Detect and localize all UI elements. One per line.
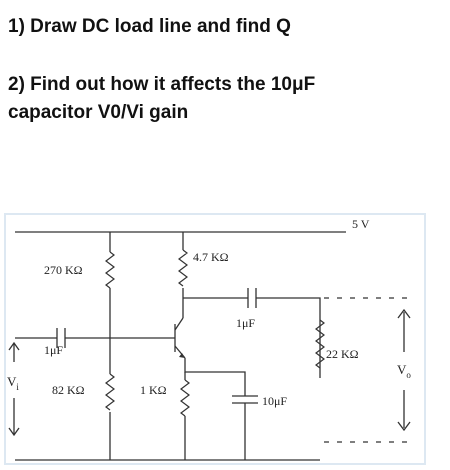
vin-arrow-up — [8, 341, 20, 362]
question-2-line-2: capacitor V0/Vi gain — [8, 102, 189, 123]
rc-label: 4.7 KΩ — [193, 250, 229, 264]
vout-arrow-up — [397, 308, 411, 352]
rl-label: 22 KΩ — [326, 347, 359, 361]
r2-resistor — [105, 373, 115, 411]
output-wire — [183, 297, 321, 378]
transistor-symbol — [174, 317, 186, 359]
vout-label: Vo — [397, 362, 411, 380]
r1-resistor — [105, 251, 115, 289]
rc-resistor — [178, 249, 188, 287]
vin-arrow-down — [8, 398, 20, 437]
cout-plates — [247, 288, 257, 308]
cin-plates — [56, 328, 66, 348]
emitter-wire — [184, 358, 246, 396]
vin-label: Vi — [7, 374, 19, 392]
re-label: 1 KΩ — [140, 383, 167, 397]
r2-label: 82 KΩ — [52, 383, 85, 397]
circuit-panel — [4, 213, 426, 465]
r1-label: 270 KΩ — [44, 263, 83, 277]
supply-label: 5 V — [352, 217, 370, 231]
cout-label: 1μF — [236, 316, 255, 330]
cin-label: 1μF — [44, 343, 63, 357]
ce-plates — [232, 395, 258, 404]
ce-label: 10μF — [262, 394, 287, 408]
re-resistor — [180, 379, 190, 417]
question-2-line-1: 2) Find out how it affects the 10μF — [8, 74, 316, 95]
question-1: 1) Draw DC load line and find Q — [8, 16, 291, 37]
vout-arrow-down — [397, 390, 411, 432]
rl-resistor — [315, 319, 325, 369]
